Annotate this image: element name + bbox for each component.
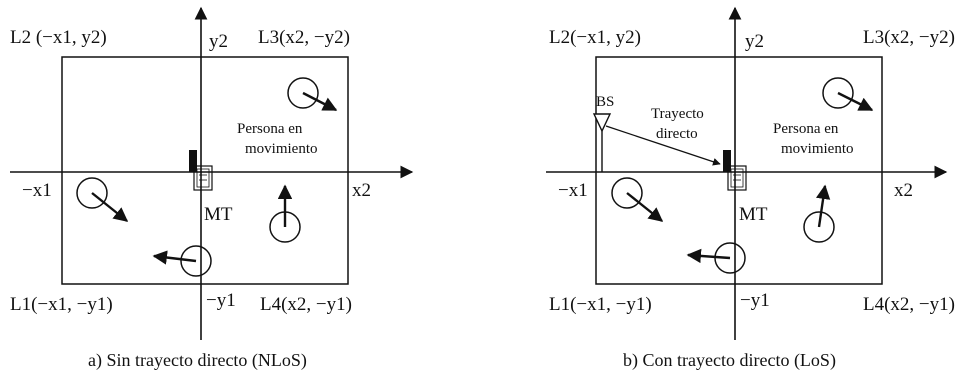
mt-label: MT [204,204,233,225]
mobile-terminal-icon [723,150,747,191]
axis-label-y-negative: −y1 [740,290,770,311]
corner-label-bl: L1(−x1, −y1) [10,294,113,315]
mobile-terminal-icon [189,150,213,191]
room-rectangle [61,56,349,285]
person-circle-icon [76,177,129,222]
axis-label-y-negative: −y1 [206,290,236,311]
caption-b: b) Con trayecto directo (LoS) [623,350,836,371]
moving-person-label-line1: Persona en [237,121,303,137]
direct-path-label-line1: Trayecto [651,106,704,122]
axis-label-y-positive: y2 [209,31,228,52]
panel-a: L2 (−x1, y2) L3(x2, −y2) L1(−x1, −y1) L4… [10,6,414,371]
person-circle-icon [152,245,212,277]
base-station-antenna-icon [592,113,612,172]
person-circle-icon [686,242,746,274]
corner-label-bl: L1(−x1, −y1) [549,294,652,315]
direct-path-label-line2: directo [656,126,698,142]
person-circle-icon [287,77,338,112]
person-circle-icon [822,77,874,112]
person-circle-icon [803,184,835,243]
axis-label-x-negative: −x1 [558,180,588,201]
panel-b: L2(−x1, y2) L3(x2, −y2) L1(−x1, −y1) L4(… [546,6,955,371]
bs-label: BS [596,94,614,110]
axis-label-x-negative: −x1 [22,180,52,201]
mt-label: MT [739,204,768,225]
axis-label-x-positive: x2 [352,180,371,201]
moving-person-label-line2: movimiento [245,141,318,157]
moving-person-label-line2: movimiento [781,141,854,157]
corner-label-tr: L3(x2, −y2) [258,27,350,48]
person-circle-icon [269,184,301,243]
corner-label-tr: L3(x2, −y2) [863,27,955,48]
axis-label-y-positive: y2 [745,31,764,52]
corner-label-br: L4(x2, −y1) [260,294,352,315]
axis-label-x-positive: x2 [894,180,913,201]
direct-path-arrow [605,125,721,166]
person-circle-icon [611,177,664,222]
caption-a: a) Sin trayecto directo (NLoS) [88,350,307,371]
room-rectangle [595,56,883,285]
corner-label-tl: L2(−x1, y2) [549,27,641,48]
moving-person-label-line1: Persona en [773,121,839,137]
corner-label-tl: L2 (−x1, y2) [10,27,107,48]
corner-label-br: L4(x2, −y1) [863,294,955,315]
